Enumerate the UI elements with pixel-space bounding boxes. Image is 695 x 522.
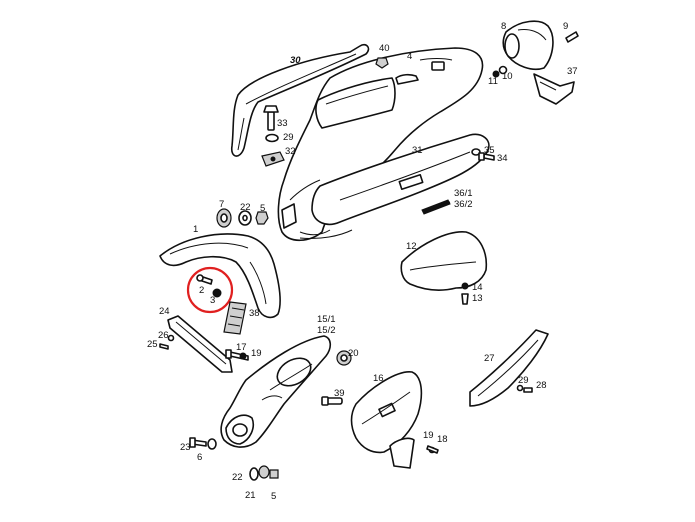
label-24: 24 (159, 306, 170, 317)
part-32-clip (261, 151, 285, 167)
part-11-nut (492, 70, 500, 78)
label-33: 33 (277, 118, 288, 129)
part-28-screw (523, 387, 533, 393)
label-9: 9 (563, 21, 568, 32)
highlight-circle (186, 266, 234, 314)
label-39: 39 (334, 388, 345, 399)
label-34: 34 (497, 153, 508, 164)
part-29-washer-lower (516, 384, 524, 392)
part-26-washer (167, 334, 175, 342)
part-33-bolt (263, 105, 279, 131)
label-1: 1 (193, 224, 198, 235)
label-3: 3 (210, 295, 215, 306)
part-15-engine-cover (220, 335, 332, 448)
label-32: 32 (285, 146, 296, 157)
part-16-right-cover (350, 371, 423, 469)
part-23-bolt (189, 437, 207, 448)
label-8: 8 (501, 21, 506, 32)
label-15-2: 15/2 (317, 325, 336, 336)
part-18-screw (426, 445, 439, 454)
label-25: 25 (147, 339, 158, 350)
label-2: 2 (199, 285, 204, 296)
label-31: 31 (412, 145, 423, 156)
label-22-lower: 22 (232, 472, 243, 483)
part-6-washer (207, 438, 217, 450)
part-3-nut (212, 288, 222, 298)
part-13-screw (461, 293, 469, 305)
label-10: 10 (502, 71, 513, 82)
label-19-right: 19 (423, 430, 434, 441)
label-11: 11 (488, 76, 498, 87)
part-24-bracket (167, 315, 233, 373)
part-12-under-panel (400, 231, 488, 291)
label-6: 6 (197, 452, 202, 463)
part-36-grille (421, 199, 451, 215)
label-40: 40 (379, 43, 390, 54)
label-35: 35 (484, 145, 495, 156)
label-5-lower: 5 (271, 491, 276, 502)
label-7: 7 (219, 199, 224, 210)
part-labels: 1 2 3 4 5 5 6 7 8 9 10 11 12 13 14 15/1 … (147, 21, 578, 502)
label-18: 18 (437, 434, 448, 445)
label-5-upper: 5 (260, 203, 265, 214)
part-30-side-cover (230, 43, 370, 157)
part-8-rear-light-housing (502, 20, 554, 71)
label-4: 4 (407, 51, 412, 62)
part-22-washer-lower (249, 467, 259, 481)
part-35-washer (471, 148, 481, 156)
part-7-bushing (216, 208, 232, 228)
label-22-upper: 22 (240, 202, 251, 213)
label-37: 37 (567, 66, 578, 77)
part-1-front-mudguard (159, 233, 281, 319)
part-14-nut (461, 282, 469, 290)
part-25-screw (159, 343, 169, 350)
part-9-screw (565, 31, 579, 43)
part-37-bracket (533, 73, 575, 105)
label-13: 13 (472, 293, 483, 304)
part-29-washer-upper (265, 133, 279, 143)
part-22-washer-upper (238, 210, 252, 226)
label-36-2: 36/2 (454, 199, 473, 210)
label-27: 27 (484, 353, 495, 364)
label-16: 16 (373, 373, 384, 384)
label-30: 30 (290, 55, 301, 66)
label-26: 26 (158, 330, 169, 341)
label-23: 23 (180, 442, 191, 453)
part-19-nut-left (239, 352, 247, 360)
part-40-nut (375, 57, 389, 69)
label-28: 28 (536, 380, 547, 391)
part-5-nut-upper (255, 211, 269, 225)
part-2-bolt (196, 274, 213, 285)
label-15-1: 15/1 (317, 314, 336, 325)
part-31-side-panel (299, 133, 490, 239)
label-36-1: 36/1 (454, 188, 473, 199)
part-38-reflector (223, 301, 247, 335)
part-21-bushing (258, 465, 270, 479)
part-10-washer (498, 65, 508, 75)
label-17: 17 (236, 342, 247, 353)
label-19-left: 19 (251, 348, 262, 359)
part-27-bracket (469, 329, 549, 407)
part-5-nut-lower (269, 469, 279, 479)
part-39-pin (321, 396, 343, 406)
label-20: 20 (348, 348, 359, 359)
label-29-upper: 29 (283, 132, 294, 143)
label-21: 21 (245, 490, 256, 501)
part-20-grommet (336, 350, 352, 366)
label-29-lower: 29 (518, 375, 529, 386)
label-14: 14 (472, 282, 483, 293)
part-34-screw (478, 152, 495, 161)
label-38: 38 (249, 308, 260, 319)
label-12: 12 (406, 241, 417, 252)
